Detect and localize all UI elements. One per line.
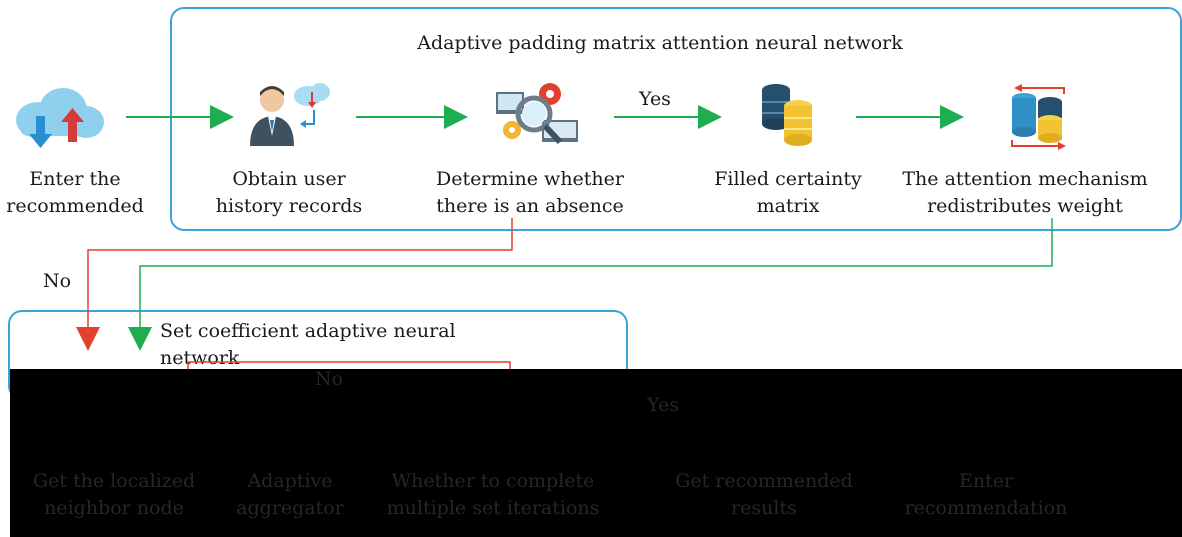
arrow-attention-to-bottom	[128, 218, 1053, 351]
arrow-determine-to-filled	[614, 105, 722, 129]
obscured-region	[10, 369, 1182, 537]
no-label-iteration: No	[314, 368, 344, 390]
arrow-obtain-to-determine	[356, 105, 468, 129]
top-panel-title: Adaptive padding matrix attention neural…	[417, 32, 903, 54]
cloud-upload-download-icon	[16, 88, 104, 148]
loop-no-iteration	[187, 361, 511, 369]
arrow-no-absence	[76, 218, 513, 351]
no-label-absence: No	[42, 270, 72, 292]
user-history-icon	[250, 83, 330, 146]
yes-label-top: Yes	[639, 88, 671, 110]
bottom-panel-title: Set coefficient adaptive neural network	[160, 320, 456, 369]
arrow-enter-to-obtain	[126, 105, 234, 129]
analysis-magnifier-icon	[496, 83, 578, 145]
yes-label-iteration: Yes	[647, 394, 679, 416]
database-sync-icon	[1011, 84, 1066, 150]
arrow-filled-to-attention	[856, 105, 964, 129]
database-stack-icon	[762, 84, 812, 146]
adaptive-padding-panel	[170, 7, 1182, 231]
